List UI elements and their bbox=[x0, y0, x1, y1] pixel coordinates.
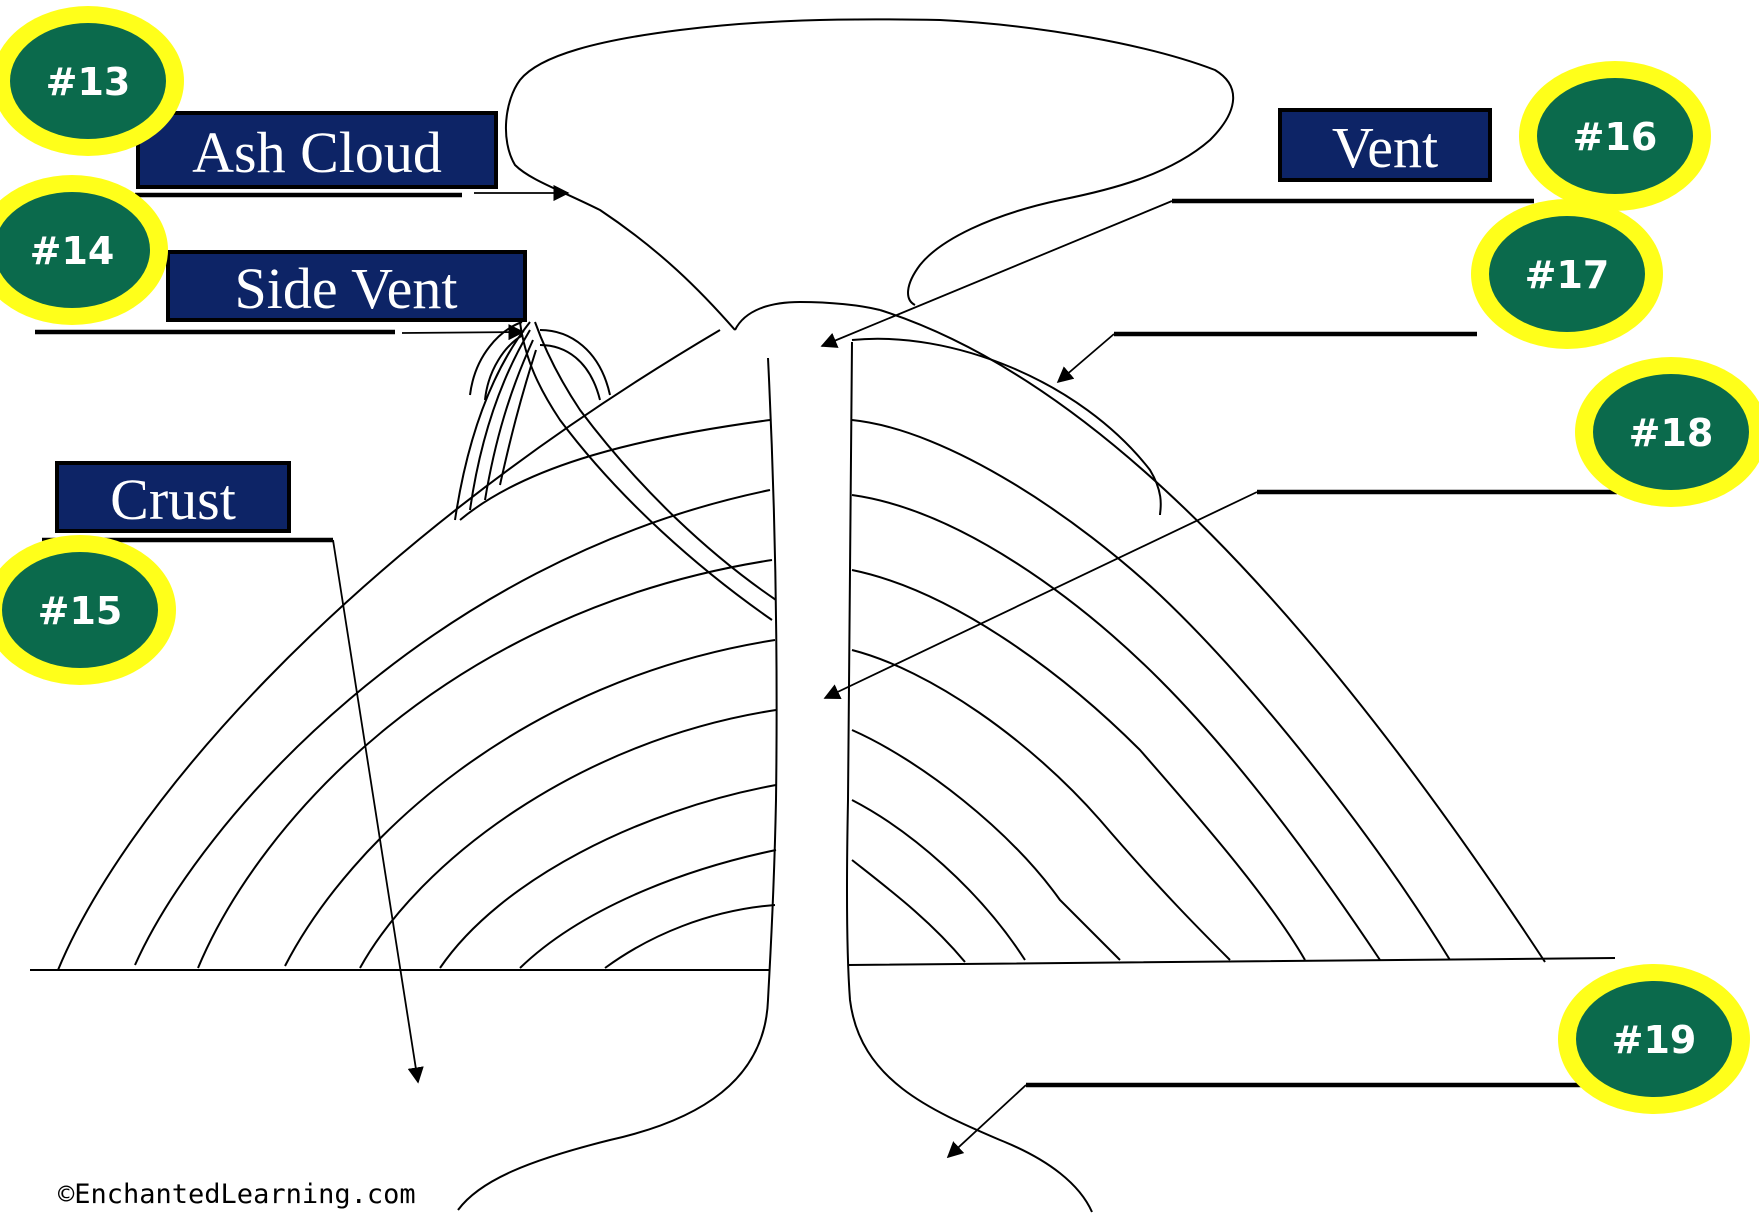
arrow-19 bbox=[946, 1084, 1027, 1159]
svg-text:#15: #15 bbox=[38, 589, 123, 633]
badge-13: #13 bbox=[0, 6, 184, 156]
right-strata bbox=[851, 337, 1451, 963]
summit-outline bbox=[734, 300, 881, 331]
badge-14: #14 bbox=[0, 175, 168, 325]
ash-cloud-outline bbox=[504, 18, 1235, 331]
label-vent: Vent bbox=[1278, 108, 1492, 182]
svg-text:#16: #16 bbox=[1573, 115, 1658, 159]
svg-text:Ash Cloud: Ash Cloud bbox=[192, 120, 442, 185]
svg-text:Side Vent: Side Vent bbox=[235, 256, 458, 321]
badge-19: #19 bbox=[1558, 964, 1750, 1114]
arrow-14 bbox=[401, 324, 525, 341]
badge-18: #18 bbox=[1575, 357, 1759, 507]
side-vent-branch bbox=[454, 321, 777, 621]
arrow-16 bbox=[820, 200, 1173, 348]
main-conduit-left bbox=[457, 357, 778, 1211]
volcano-drawing bbox=[30, 18, 1616, 1213]
svg-text:#19: #19 bbox=[1612, 1018, 1697, 1062]
badge-16: #16 bbox=[1519, 61, 1711, 211]
svg-text:#13: #13 bbox=[46, 60, 131, 104]
right-cone-slope bbox=[879, 309, 1546, 963]
svg-text:#14: #14 bbox=[30, 229, 115, 273]
label-ash-cloud: Ash Cloud bbox=[136, 111, 498, 189]
label-side-vent: Side Vent bbox=[166, 250, 527, 322]
left-strata bbox=[134, 419, 777, 969]
arrow-15 bbox=[332, 539, 424, 1084]
leader-lines bbox=[35, 184, 1617, 1159]
left-cone-slope bbox=[57, 329, 721, 971]
label-crust: Crust bbox=[55, 461, 291, 533]
arrow-17 bbox=[1056, 333, 1115, 384]
badge-17: #17 bbox=[1471, 199, 1663, 349]
credit-text: ©EnchantedLearning.com bbox=[58, 1179, 416, 1210]
svg-text:#17: #17 bbox=[1525, 253, 1610, 297]
svg-text:#18: #18 bbox=[1629, 411, 1714, 455]
svg-text:Crust: Crust bbox=[110, 467, 236, 532]
ground-line bbox=[30, 957, 1616, 971]
svg-text:Vent: Vent bbox=[1332, 115, 1438, 180]
arrow-18 bbox=[823, 491, 1258, 700]
main-conduit-right bbox=[845, 341, 1093, 1213]
badge-15: #15 bbox=[0, 535, 176, 685]
